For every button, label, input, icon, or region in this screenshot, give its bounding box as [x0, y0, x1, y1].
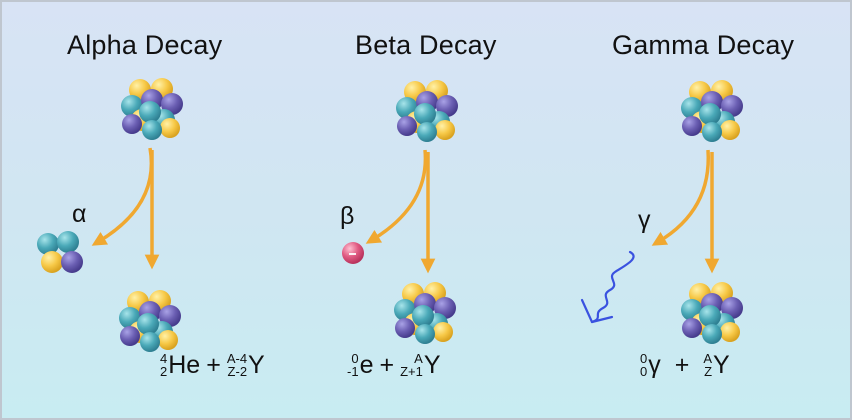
alpha-symbol-label: α — [72, 200, 86, 228]
beta-daughter-numbers: A Z+1 — [400, 352, 423, 378]
alpha-daughter-symbol: Y — [248, 350, 265, 379]
alpha-daughter-atomic-number: Z-2 — [227, 364, 248, 380]
gamma-daughter-numbers: A Z — [703, 352, 712, 378]
emission-arrow-alpha — [91, 147, 154, 246]
beta-plus-sign: + — [379, 350, 395, 379]
emission-arrow-gamma — [651, 149, 710, 246]
helium-nuclide-numbers: 4 2 — [160, 352, 167, 378]
beta-decay-title: Beta Decay — [355, 30, 497, 60]
gamma-symbol: γ — [648, 350, 661, 379]
gamma-decay-title: Gamma Decay — [612, 30, 795, 60]
alpha-daughter-numbers: A-4 Z-2 — [227, 352, 247, 378]
gamma-mass-number: 0 — [640, 351, 648, 367]
helium-mass-number: 4 — [160, 351, 168, 367]
alpha-plus-sign: + — [206, 350, 221, 379]
parent-nucleus-beta-icon — [396, 80, 458, 142]
electron-symbol: e — [359, 350, 374, 379]
parent-nucleus-alpha-icon — [121, 78, 183, 140]
helium-symbol: He — [168, 350, 201, 379]
daughter-nucleus-beta-icon — [394, 282, 456, 344]
daughter-nucleus-gamma-icon — [681, 282, 743, 344]
beta-daughter-symbol: Y — [423, 350, 441, 379]
alpha-decay-title: Alpha Decay — [67, 30, 223, 60]
gamma-equation: 0 0 γ + A Z Y — [640, 352, 730, 378]
alpha-particle-icon — [37, 231, 83, 273]
gamma-charge-number: 0 — [640, 364, 648, 380]
alpha-equation: 4 2 He+ A-4 Z-2 Y — [160, 352, 265, 378]
beta-equation: 0 -1 e+ A Z+1 Y — [347, 352, 441, 378]
beta-symbol-label: β — [340, 202, 354, 230]
electron-charge-number: -1 — [347, 364, 359, 380]
gamma-plus-sign: + — [674, 350, 690, 379]
beta-daughter-mass-number: A — [414, 351, 423, 367]
photon-wave-icon — [580, 250, 635, 324]
alpha-daughter-mass-number: A-4 — [226, 351, 248, 367]
gamma-daughter-mass-number: A — [703, 351, 713, 367]
emission-arrow-beta — [365, 149, 428, 244]
gamma-daughter-symbol: Y — [713, 350, 730, 379]
electron-nuclide-numbers: 0 -1 — [347, 352, 359, 378]
parent-nucleus-gamma-icon — [681, 80, 743, 142]
gamma-daughter-atomic-number: Z — [704, 364, 713, 380]
daughter-nucleus-alpha-icon — [119, 290, 181, 352]
gamma-nuclide-numbers: 0 0 — [640, 352, 647, 378]
helium-atomic-number: 2 — [160, 364, 168, 380]
electron-mass-number: 0 — [351, 351, 359, 367]
beta-daughter-atomic-number: Z+1 — [400, 364, 423, 380]
gamma-symbol-label: γ — [638, 206, 651, 234]
electron-icon — [342, 242, 364, 264]
